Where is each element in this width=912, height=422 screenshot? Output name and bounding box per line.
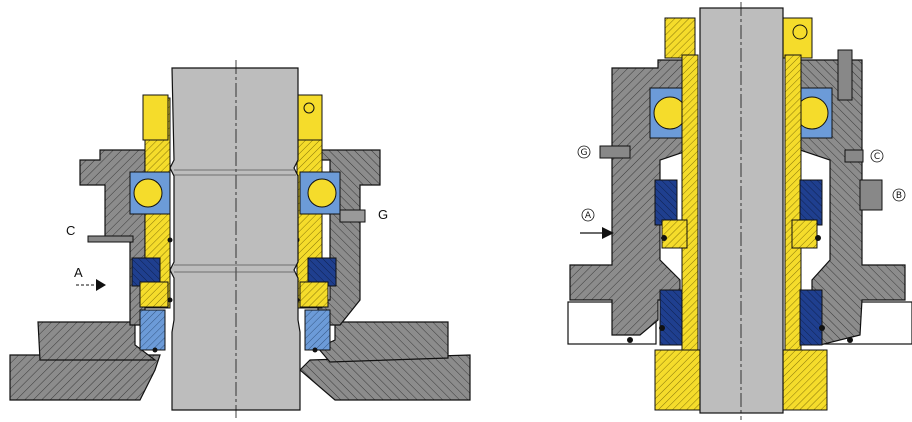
set-screw-icon-right — [792, 24, 808, 40]
left-seal-drawing: C A G — [9, 60, 471, 418]
circled-label-a: A — [581, 208, 595, 222]
shaft — [169, 67, 301, 411]
clamp-collar-left-top — [664, 17, 696, 59]
sleeve-rr — [784, 54, 802, 356]
clamp-collar-right — [296, 94, 323, 141]
circled-label-b: B — [892, 188, 906, 202]
port-g-fitting — [339, 209, 366, 223]
shaft-groove-lines — [174, 169, 296, 273]
svg-text:C: C — [874, 152, 880, 162]
label-a: A — [74, 265, 83, 280]
seal-face-rr-yellow — [791, 219, 818, 249]
flange-plate-right — [317, 321, 449, 363]
gland-rl — [654, 349, 701, 411]
svg-text:G: G — [581, 148, 588, 158]
port-b-fitting — [859, 179, 883, 211]
label-c: C — [66, 223, 75, 238]
port-c-fitting — [844, 149, 864, 163]
seal-face-left-yellow — [139, 281, 169, 308]
o-rings-right — [627, 235, 853, 343]
gland-rr — [781, 349, 828, 411]
seal-face-rl-yellow — [661, 219, 688, 249]
seal-ring-left-lower — [139, 309, 166, 351]
svg-text:A: A — [585, 211, 592, 221]
bearing-ball-rl — [653, 96, 687, 130]
right-seal-drawing: G C B A — [567, 2, 912, 420]
inlet-a-arrow-right — [580, 227, 614, 239]
port-g-bolt — [599, 145, 631, 159]
svg-text:B: B — [896, 191, 902, 201]
shaft-right — [699, 7, 784, 414]
circled-label-g: G — [577, 145, 591, 159]
seal-ring-left-upper — [131, 257, 161, 287]
seal-ring-rr-blue — [799, 179, 823, 226]
bearing-ball-right — [307, 178, 337, 208]
seal-ring-right-lower — [304, 309, 331, 351]
label-g: G — [378, 207, 388, 222]
port-c-pipe — [87, 235, 134, 243]
clamp-collar-left — [142, 94, 169, 141]
left-base-plate — [9, 354, 161, 401]
bearing-ball-left — [133, 178, 163, 208]
circled-label-c: C — [870, 149, 884, 163]
seal-ring-rl-lower — [659, 289, 683, 346]
seal-face-right-yellow — [299, 281, 329, 308]
seal-ring-rl-blue — [654, 179, 678, 226]
inlet-a-arrow — [76, 279, 106, 291]
right-base-plate — [299, 354, 471, 401]
top-bolt — [837, 49, 853, 101]
seal-ring-rr-lower — [799, 289, 823, 346]
sleeve-rl — [681, 54, 699, 356]
set-screw-icon — [303, 102, 315, 114]
flange-plate-left — [37, 321, 157, 361]
